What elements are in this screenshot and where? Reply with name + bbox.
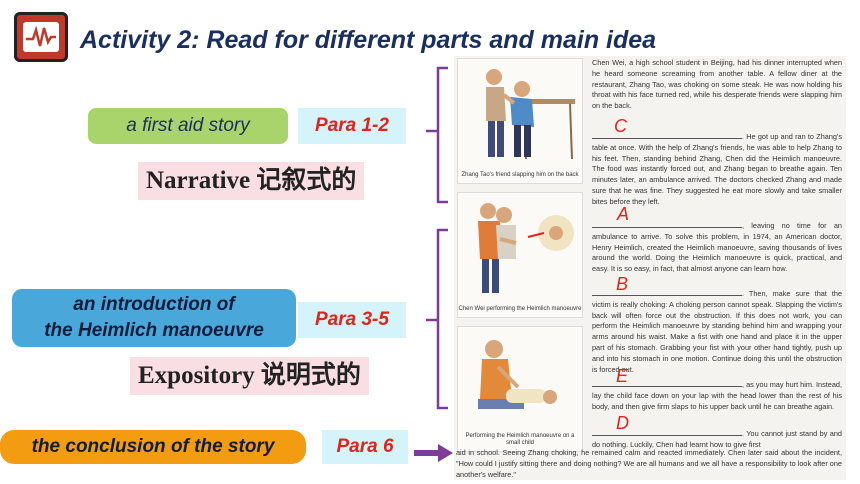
- page-title: Activity 2: Read for different parts and…: [80, 26, 657, 54]
- answer-letter-a: A: [617, 204, 630, 224]
- paragraph-5: , as you may hurt him. Instead, lay the …: [592, 379, 842, 412]
- answer-letter-c: C: [614, 116, 627, 136]
- summary-label-first-aid-story: a first aid story: [88, 108, 288, 144]
- caption-3: Performing the Heimlich manoeuvre on a s…: [465, 433, 575, 446]
- people-illustration-icon: [478, 340, 557, 409]
- answer-letter-d: D: [616, 413, 629, 433]
- paragraph-2: . He got up and ran to Zhang's table at …: [592, 131, 842, 208]
- paragraph-3-text: , leaving no time for an ambulance to ar…: [592, 221, 842, 274]
- blank-line: [592, 220, 742, 228]
- para-range-3-5: Para 3-5: [298, 302, 406, 338]
- paragraph-3: , leaving no time for an ambulance to ar…: [592, 220, 842, 275]
- paragraph-4-text: . Then, make sure that the victim is rea…: [592, 289, 842, 374]
- paragraph-4: . Then, make sure that the victim is rea…: [592, 288, 842, 375]
- paragraph-6-start: . You cannot just stand by and do nothin…: [592, 428, 842, 451]
- summary-label-heimlich-intro: an introduction of the Heimlich manoeuvr…: [12, 289, 296, 347]
- paragraph-2-text: . He got up and ran to Zhang's table at …: [592, 132, 842, 206]
- textbook-page: Zhang Tao's friend slapping him on the b…: [454, 56, 846, 480]
- illustration-slapping-back: Zhang Tao's friend slapping him on the b…: [457, 58, 583, 184]
- blank-line: [592, 379, 742, 387]
- blank-line: [592, 428, 742, 436]
- heartbeat-logo-icon: [14, 12, 68, 62]
- summary-line-2: the Heimlich manoeuvre: [44, 320, 264, 341]
- illustration-heimlich: Chen Wei performing the Heimlich manoeuv…: [457, 192, 583, 318]
- people-illustration-icon: [478, 203, 574, 293]
- text-type-expository: Expository 说明式的: [130, 357, 369, 395]
- paragraph-5-text: , as you may hurt him. Instead, lay the …: [592, 380, 842, 411]
- people-illustration-icon: [486, 69, 575, 160]
- summary-line-1: an introduction of: [73, 294, 235, 315]
- text-type-narrative: Narrative 记叙式的: [138, 162, 365, 200]
- bracket-connectors: [426, 66, 448, 410]
- para-range-1-2: Para 1-2: [298, 108, 406, 144]
- para-range-6: Para 6: [322, 430, 408, 464]
- blank-line: [592, 131, 742, 139]
- summary-label-conclusion: the conclusion of the story: [0, 430, 306, 464]
- arrow-right-icon: [414, 444, 453, 462]
- blank-line: [592, 288, 742, 296]
- illustration-child-heimlich: Performing the Heimlich manoeuvre on a s…: [457, 326, 583, 452]
- answer-letter-b: B: [616, 274, 629, 294]
- paragraph-1: Chen Wei, a high school student in Beiji…: [592, 58, 842, 111]
- answer-letter-e: E: [616, 366, 629, 386]
- paragraph-6-end: aid in school. Seeing Zhang choking, he …: [456, 448, 842, 479]
- caption-2: Chen Wei performing the Heimlich manoeuv…: [458, 306, 582, 312]
- paragraph-6a-text: . You cannot just stand by and do nothin…: [592, 429, 842, 449]
- caption-1: Zhang Tao's friend slapping him on the b…: [461, 172, 579, 178]
